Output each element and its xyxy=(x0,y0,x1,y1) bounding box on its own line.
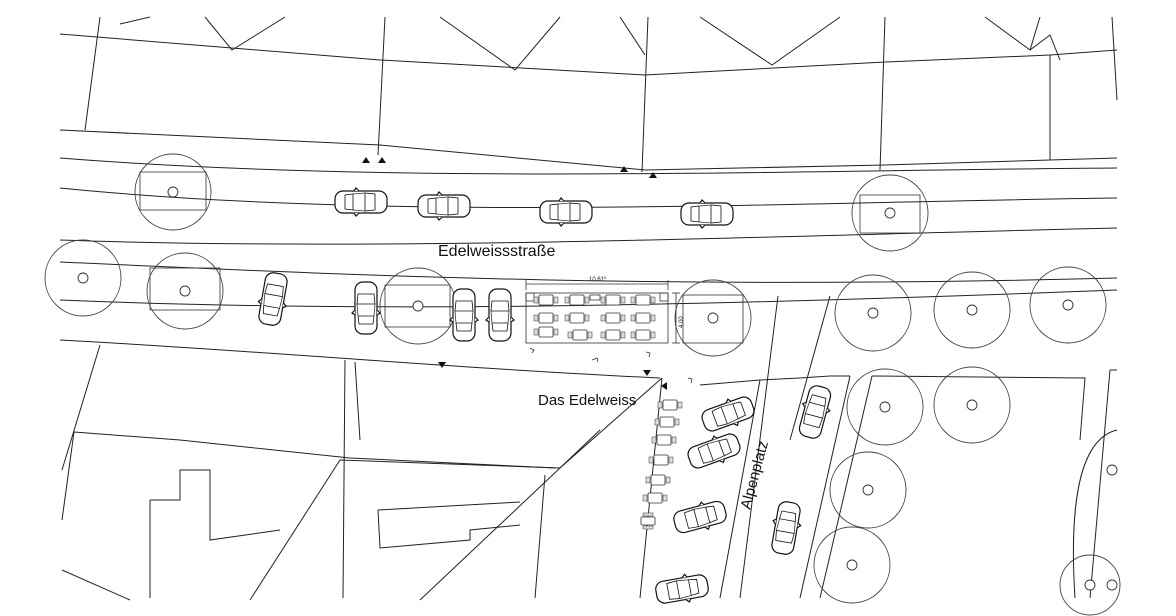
cafe-table-icon xyxy=(600,312,626,324)
car-topview-icon xyxy=(794,382,836,442)
dimension-line xyxy=(525,280,680,344)
triangle-marker-icon xyxy=(661,382,667,390)
tree-canopy-icon xyxy=(44,239,122,317)
tree-canopy-icon xyxy=(829,451,907,529)
cafe-table-icon xyxy=(564,312,590,324)
cafe-table-icon xyxy=(645,474,671,486)
car-topview-icon xyxy=(698,391,758,437)
car-topview-icon xyxy=(767,499,805,557)
triangle-marker-icon xyxy=(362,157,370,163)
triangle-marker-icon xyxy=(438,362,446,368)
cafe-table-icon xyxy=(567,329,593,341)
outdoor-seating xyxy=(525,280,693,384)
triangle-marker-icon xyxy=(378,157,386,163)
car-topview-icon xyxy=(449,288,479,342)
tree-canopy-icon xyxy=(1029,266,1107,344)
buildings-south xyxy=(61,344,663,601)
tree-canopy-icon xyxy=(1106,464,1118,476)
street-name-label: Edelweissstraße xyxy=(438,243,555,260)
car-topview-icon xyxy=(417,191,471,221)
cafe-table-icon xyxy=(600,294,626,306)
car-topview-icon xyxy=(680,199,734,229)
buildings-north xyxy=(59,16,1118,173)
cafe-table-icon xyxy=(654,416,680,428)
tree-canopy-icon xyxy=(134,153,212,231)
tree-canopy-icon xyxy=(846,368,924,446)
car-topview-icon xyxy=(351,281,381,335)
cafe-table-icon xyxy=(657,399,683,411)
cafe-table-icon xyxy=(630,294,656,306)
tree-canopy-icon xyxy=(146,252,224,330)
triangle-marker-icon xyxy=(643,370,651,376)
car-topview-icon xyxy=(485,288,515,342)
square-seating xyxy=(640,399,683,530)
triangle-marker-icon xyxy=(620,166,628,172)
restaurant-name-label: Das Edelweiss xyxy=(538,392,636,409)
cafe-table-icon xyxy=(630,329,656,341)
cafe-table-icon xyxy=(564,294,590,306)
tree-canopy-icon xyxy=(1059,554,1121,616)
car-topview-icon xyxy=(254,270,292,328)
cafe-table-icon xyxy=(533,312,559,324)
cafe-table-icon xyxy=(648,454,674,466)
cafe-table-icon xyxy=(600,329,626,341)
cafe-table-icon xyxy=(533,294,559,306)
tree-canopy-icon xyxy=(834,274,912,352)
tree-canopy-icon xyxy=(933,366,1011,444)
dimension-length-label: 10.615 xyxy=(589,275,607,283)
car-topview-icon xyxy=(684,428,744,474)
tree-canopy-icon xyxy=(1106,579,1118,591)
tree-canopy-icon xyxy=(851,174,929,252)
tree-canopy-icon xyxy=(933,271,1011,349)
cafe-table-icon xyxy=(642,492,668,504)
entrance-markers xyxy=(362,157,667,390)
cafe-table-icon xyxy=(630,312,656,324)
tree-canopy-icon xyxy=(674,279,752,357)
dimension-width-label: 4.00 xyxy=(679,316,685,328)
triangle-marker-icon xyxy=(649,172,657,178)
tree-canopy-icon xyxy=(379,267,457,345)
square-edges xyxy=(639,295,1118,599)
car-topview-icon xyxy=(539,197,593,227)
tree-canopy-icon xyxy=(813,526,891,604)
car-topview-icon xyxy=(334,187,388,217)
cafe-table-icon xyxy=(533,326,559,338)
car-topview-icon xyxy=(670,496,730,538)
car-topview-icon xyxy=(653,570,711,608)
cafe-table-icon xyxy=(640,512,656,530)
